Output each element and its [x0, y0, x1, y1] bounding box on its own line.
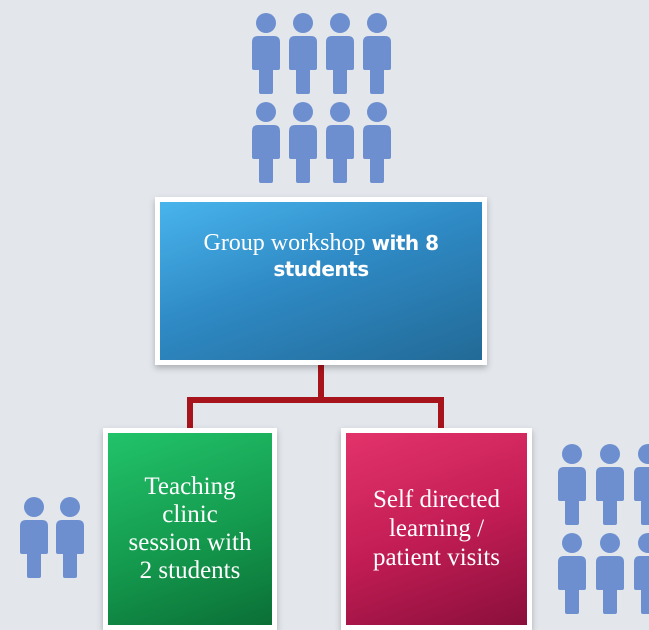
person-icon	[632, 532, 649, 625]
group-workshop-box: Group workshop with 8 students	[155, 197, 487, 365]
person-icon	[250, 101, 282, 183]
group-workshop-line1: Group workshop with 8	[160, 230, 482, 257]
person-icon	[324, 101, 356, 183]
connector-vertical-top	[318, 365, 324, 401]
teaching-clinic-line: Teaching	[144, 473, 236, 500]
teaching-clinic-box: Teaching clinic session with 2 students	[103, 428, 277, 630]
self-directed-line: learning /	[388, 515, 485, 542]
teaching-clinic-line: session with	[128, 529, 252, 556]
person-icon	[556, 443, 588, 525]
group-workshop-text: Group workshop	[203, 230, 366, 256]
person-icon	[556, 532, 588, 625]
connector-right-drop	[438, 397, 444, 430]
self-directed-learning-box: Self directed learning / patient visits	[341, 428, 532, 630]
connector-left-drop	[187, 397, 193, 430]
group-workshop-bold-text: with 8	[371, 231, 439, 255]
person-icon	[361, 101, 393, 183]
connector-horizontal	[187, 397, 444, 403]
teaching-clinic-line: 2 students	[139, 557, 241, 584]
teaching-clinic-line: clinic	[162, 501, 218, 528]
group-workshop-line2: students	[273, 257, 369, 281]
person-icon	[594, 532, 626, 625]
person-icon	[287, 12, 319, 94]
person-icon	[250, 12, 282, 94]
person-icon	[361, 12, 393, 94]
self-directed-line: patient visits	[372, 544, 501, 571]
person-icon	[54, 496, 86, 578]
person-icon	[594, 443, 626, 525]
person-icon	[324, 12, 356, 94]
person-icon	[632, 443, 649, 525]
self-directed-line: Self directed	[372, 486, 501, 513]
person-icon	[18, 496, 50, 578]
person-icon	[287, 101, 319, 183]
